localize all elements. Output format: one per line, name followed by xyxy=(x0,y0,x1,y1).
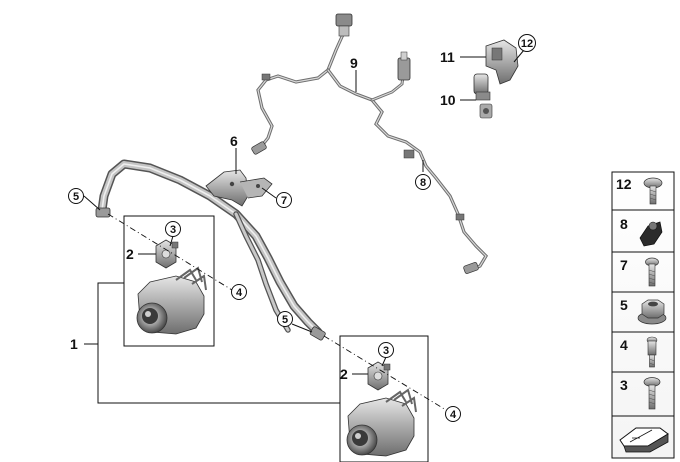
callout-3-left-circle xyxy=(165,221,181,237)
leader-lines xyxy=(83,49,525,404)
callout-10: 10 xyxy=(440,92,456,108)
auxiliary-light-left xyxy=(136,266,207,335)
bracket-11 xyxy=(485,39,519,85)
catalog-item-4-number: 4 xyxy=(620,337,628,353)
callout-3-left: 3 xyxy=(170,224,176,236)
torx-flange-bolt-icon xyxy=(643,177,663,205)
clamp-left xyxy=(155,239,179,269)
callout-4-right: 4 xyxy=(450,409,457,421)
catalog-item-7-number: 7 xyxy=(620,257,628,273)
harness-connector-left-end xyxy=(251,141,267,155)
callout-7-circle xyxy=(276,192,292,208)
callout-4-right-circle xyxy=(445,406,461,422)
hex-flange-nut-icon xyxy=(637,299,667,325)
catalog-item-3-number: 3 xyxy=(620,377,628,393)
bar-end-right xyxy=(309,326,326,341)
torx-bolt-long-icon xyxy=(643,377,661,410)
sensor-bracket-assembly xyxy=(473,39,519,119)
callout-7: 7 xyxy=(281,195,287,207)
catalog-item-5-number: 5 xyxy=(620,297,628,313)
callout-5-right: 5 xyxy=(282,314,288,326)
shoulder-screw-icon xyxy=(646,336,658,368)
harness-connector-right-end xyxy=(463,262,479,274)
crash-bar xyxy=(97,159,323,337)
bar-end-left xyxy=(95,207,111,218)
parts-catalog-arrow-icon xyxy=(619,427,669,453)
callout-1: 1 xyxy=(70,336,78,352)
callout-12: 12 xyxy=(521,38,533,50)
parts-catalog-panel: 12 8 7 5 4 xyxy=(611,171,675,459)
wiring-harness xyxy=(256,20,489,272)
callout-12-circle xyxy=(518,34,536,52)
clamp-right xyxy=(367,361,391,391)
harness-connector-plug xyxy=(397,57,411,81)
callout-4-left: 4 xyxy=(236,287,243,299)
harness-connectors xyxy=(251,13,479,274)
callout-5-top: 5 xyxy=(73,191,79,203)
callout-2-right: 2 xyxy=(340,366,348,382)
callout-5-right-circle xyxy=(277,311,293,327)
callout-2-left: 2 xyxy=(126,246,134,262)
harness-connector-top xyxy=(335,13,353,27)
catalog-item-12-number: 12 xyxy=(616,176,632,192)
torx-bolt-icon xyxy=(645,257,659,287)
catalog-item-8-number: 8 xyxy=(620,216,628,232)
callout-3-right: 3 xyxy=(383,345,389,357)
cable-clip-icon xyxy=(639,221,663,247)
callout-6: 6 xyxy=(230,133,238,149)
callout-5-top-circle xyxy=(68,188,84,204)
callouts: 1 2 2 3 3 4 4 5 5 6 7 8 9 10 11 12 xyxy=(68,34,536,422)
callout-8: 8 xyxy=(420,177,426,189)
callout-9: 9 xyxy=(350,55,358,71)
axis-lines xyxy=(107,213,447,411)
auxiliary-light-right xyxy=(346,388,417,457)
detail-box-left xyxy=(123,215,215,347)
sensor-holder-10 xyxy=(473,73,489,95)
callout-11: 11 xyxy=(440,49,455,65)
callout-8-circle xyxy=(415,174,431,190)
mount-bracket-6 xyxy=(205,169,273,207)
callout-3-right-circle xyxy=(378,342,394,358)
callout-4-left-circle xyxy=(231,284,247,300)
